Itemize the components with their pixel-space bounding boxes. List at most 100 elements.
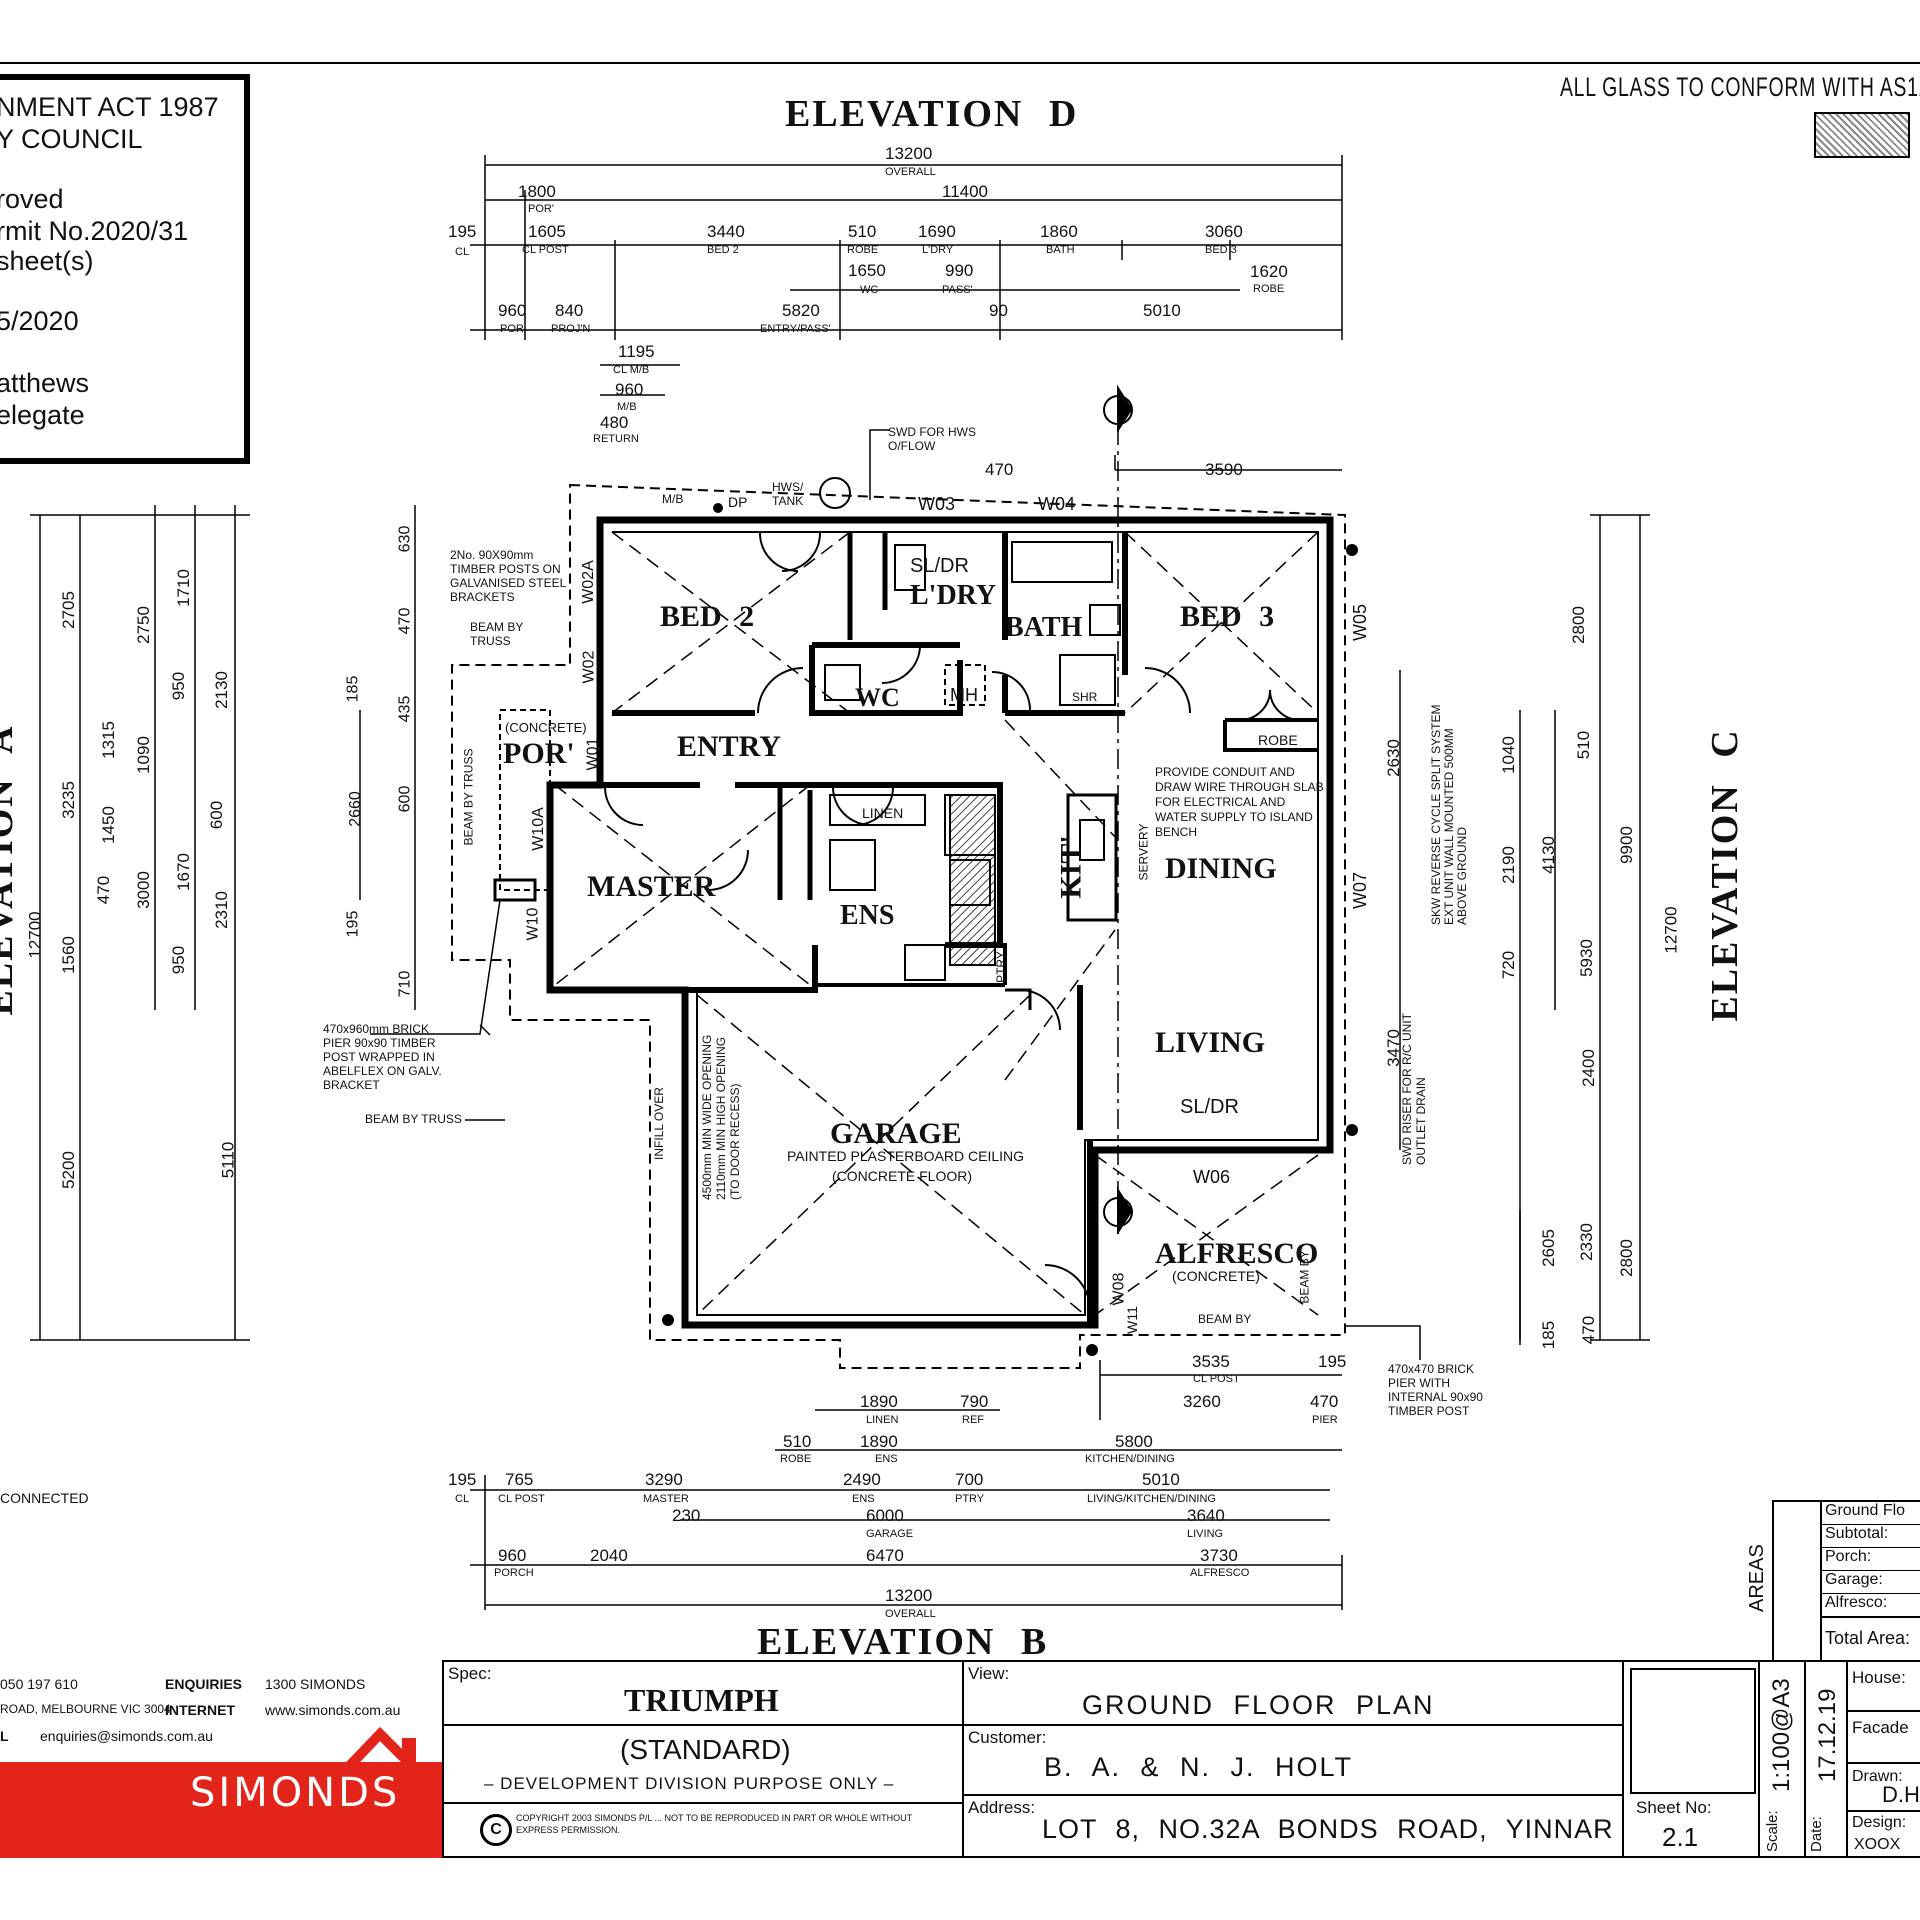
dim-top-960: 960: [498, 301, 527, 320]
dim-mid-left: 435: [396, 695, 414, 723]
servery-label: SERVERY: [1136, 823, 1151, 881]
note-brick-pier-2: 470x470 BRICK PIER WITH INTERNAL 90x90 T…: [1388, 1362, 1483, 1418]
dim-bottom-3290: 3290: [645, 1470, 683, 1489]
drawn-label: Drawn:: [1852, 1768, 1903, 1785]
sheet-number: 2.1: [1662, 1822, 1699, 1852]
brand-name: SIMONDS: [190, 1770, 401, 1816]
dim-top-840: 840: [555, 301, 584, 320]
note-beam-by-truss: BEAM BY TRUSS: [470, 620, 524, 648]
note-split-system: SKW REVERSE CYCLE SPLIT SYSTEM EXT UNIT …: [1429, 704, 1469, 925]
scale-value: 1:100@A3: [1768, 1678, 1795, 1792]
dim-left: 2705: [58, 591, 78, 629]
customer-label: Customer:: [968, 1728, 1047, 1747]
drawn-value: D.H: [1882, 1782, 1920, 1807]
email-link[interactable]: enquiries@simonds.com.au: [40, 1728, 213, 1744]
logo-box: [1630, 1668, 1756, 1794]
scale-label: Scale:: [1764, 1810, 1781, 1852]
note-beam-by-truss-2: BEAM BY TRUSS: [365, 1112, 462, 1126]
dim-left: 1670: [173, 853, 193, 891]
date-value: 17.12.19: [1814, 1688, 1841, 1782]
dim-bottom-1890-linen: 1890: [860, 1392, 898, 1411]
dim-right: 3470: [1383, 1029, 1403, 1067]
room-label-kitchen: KIT': [1054, 835, 1088, 899]
dim-bottom-6000-sub: GARAGE: [866, 1528, 914, 1540]
room-label-ensuite: ENS: [840, 900, 895, 931]
room-label-bath: BATH: [1005, 612, 1083, 643]
dim-bottom-2490: 2490: [843, 1470, 881, 1489]
dim-bottom-230: 230: [672, 1506, 701, 1525]
note-garage-door: 4500mm MIN WIDE OPENING 2110mm MIN HIGH …: [700, 1034, 742, 1200]
site-address: LOT 8, NO.32A BONDS ROAD, YINNAR: [1042, 1814, 1614, 1844]
dim-right: 720: [1499, 950, 1519, 980]
room-label-linen: LINEN: [862, 805, 904, 821]
window-label: W10: [524, 907, 542, 941]
dim-top-1620: 1620: [1250, 262, 1288, 281]
email-label: L: [0, 1728, 9, 1744]
dim-left: 3000: [133, 871, 153, 909]
dim-right: 9900: [1616, 826, 1636, 864]
dim-top-3590: 3590: [1205, 460, 1243, 479]
dim-top-510-sub: ROBE: [847, 244, 879, 256]
note-swd-riser: SWD RISER FOR R/C UNIT OUTLET DRAIN: [1400, 1013, 1428, 1165]
dim-mid-left: 600: [396, 785, 414, 813]
stamp-line: elegate: [0, 400, 85, 430]
dim-mid-left: 710: [396, 970, 414, 998]
window-label: W08: [1110, 1272, 1128, 1306]
dim-bottom-3640: 3640: [1187, 1506, 1225, 1525]
dim-mid-left: 470: [396, 607, 414, 635]
spec-sub: (STANDARD): [620, 1734, 791, 1765]
dim-left: 1450: [98, 806, 118, 844]
room-label-dining: DINING: [1165, 852, 1277, 885]
note-connected: CONNECTED: [0, 1490, 89, 1506]
room-label-entry: ENTRY: [677, 730, 781, 763]
dim-bottom-1890-linen-sub: LINEN: [866, 1414, 899, 1426]
manhole-label: MH: [950, 685, 978, 705]
areas-row: Alfresco:: [1822, 1594, 1920, 1618]
stamp-line: sheet(s): [0, 246, 94, 276]
dim-bottom-3640-sub: LIVING: [1187, 1528, 1224, 1540]
dim-top-1605-sub: CL POST: [522, 244, 569, 256]
dim-bottom-700: 700: [955, 1470, 984, 1489]
dim-right: 470: [1579, 1315, 1599, 1345]
window-label: W04: [1038, 494, 1076, 514]
view-value: GROUND FLOOR PLAN: [1082, 1690, 1435, 1720]
title-block: 050 197 610 ENQUIRIES 1300 SIMONDS ROAD,…: [0, 1660, 1920, 1858]
room-label-living: LIVING: [1155, 1026, 1266, 1059]
window-label: W07: [1350, 871, 1371, 910]
dim-bottom-3730: 3730: [1200, 1546, 1238, 1565]
stamp-line: Y COUNCIL: [0, 124, 143, 154]
dim-bottom-5010-sub: LIVING/KITCHEN/DINING: [1087, 1493, 1216, 1505]
dim-top-5820-sub: ENTRY/PASS': [760, 323, 831, 335]
dim-left: 1560: [58, 936, 78, 974]
areas-row: Porch:: [1822, 1548, 1920, 1571]
dim-top-3440: 3440: [707, 222, 745, 241]
dim-top-5010: 5010: [1143, 301, 1181, 320]
dim-top-1195-sub: CL M/B: [613, 364, 650, 376]
dim-top-1860-sub: BATH: [1046, 244, 1075, 256]
note-alfresco-beam: BEAM BY: [1198, 1312, 1252, 1326]
dim-bottom-5800: 5800: [1115, 1432, 1153, 1451]
dim-bottom-6470: 6470: [866, 1546, 904, 1565]
stamp-line: atthews: [0, 368, 90, 398]
dim-top-990-sub: PASS': [942, 284, 973, 296]
website-link[interactable]: www.simonds.com.au: [265, 1702, 401, 1718]
window-label: W02: [580, 650, 598, 684]
dim-bottom-1890-ens-sub: ENS: [875, 1453, 898, 1465]
note-alfresco-beam-2: BEAM BY: [1297, 1250, 1312, 1304]
copyright-icon: C: [480, 1814, 512, 1846]
dim-top-overall-sub: OVERALL: [885, 166, 936, 178]
dim-bottom-470-sub: PIER: [1312, 1414, 1338, 1426]
dim-top-960-sub: POR': [500, 323, 526, 335]
dim-bottom-1890-ens: 1890: [860, 1432, 898, 1451]
dim-right: 2400: [1578, 1049, 1598, 1087]
window-label: W05: [1350, 603, 1371, 642]
sheet-border-top: [0, 62, 1920, 64]
note-swd-hws: SWD FOR HWS O/FLOW: [888, 425, 976, 453]
note-timber-posts: 2No. 90X90mm TIMBER POSTS ON GALVANISED …: [450, 548, 566, 604]
sheet-label: Sheet No:: [1636, 1798, 1712, 1817]
dim-right: 185: [1539, 1320, 1559, 1350]
purpose-note: – DEVELOPMENT DIVISION PURPOSE ONLY –: [484, 1774, 895, 1793]
elevation-d-title: ELEVATION D: [785, 93, 1079, 135]
address-label: Address:: [968, 1798, 1036, 1817]
dim-top-3060: 3060: [1205, 222, 1243, 241]
